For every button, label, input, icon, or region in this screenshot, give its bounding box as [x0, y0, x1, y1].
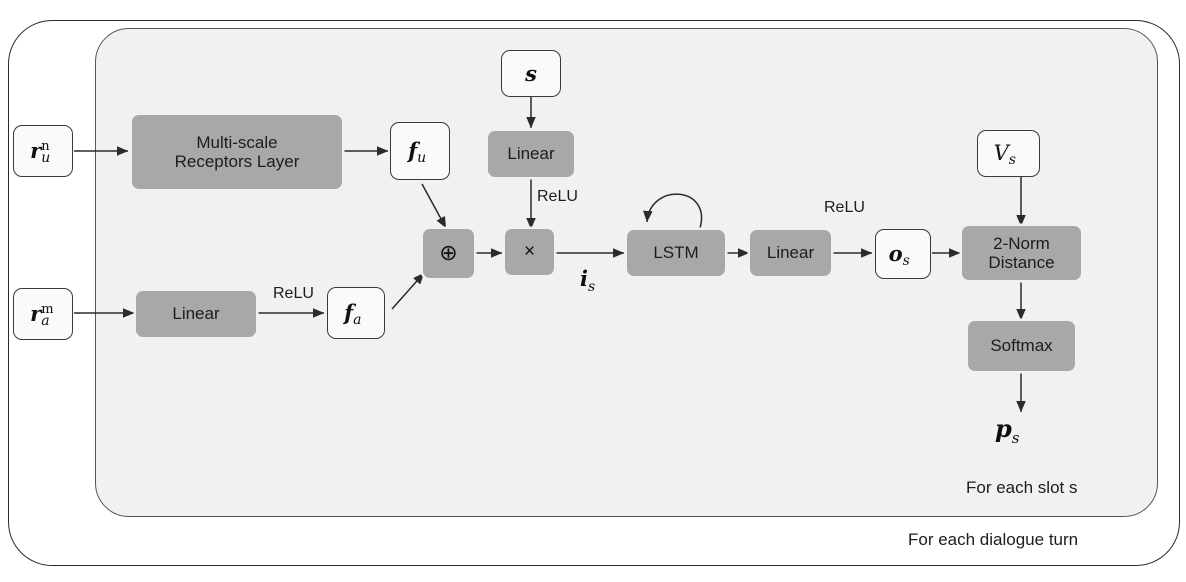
node-slot-s: s: [501, 50, 561, 97]
node-label-lstm: LSTM: [653, 243, 699, 263]
node-multiply-operator: ×: [505, 229, 554, 275]
inner-frame-note: For each slot s: [966, 478, 1078, 497]
edge-label-relu-output: ReLU: [824, 199, 865, 216]
node-label-linear-action: Linear: [172, 304, 220, 324]
node-label-linear-output: Linear: [766, 243, 815, 263]
edge-label-relu-slot: ReLU: [537, 188, 578, 205]
arrow-fu-to-concat: [421, 183, 447, 229]
arrow-lstm-self-loop: [643, 193, 703, 229]
node-linear-slot: Linear: [488, 131, 574, 177]
node-lstm: LSTM: [627, 230, 725, 276]
node-concat-operator: ⊕: [423, 229, 474, 278]
node-linear-action: Linear: [136, 291, 256, 337]
node-linear-output: Linear: [750, 230, 831, 276]
node-label-multiply: ×: [523, 241, 536, 263]
node-label-s: s: [525, 60, 537, 86]
node-label-linear-slot: Linear: [507, 144, 555, 164]
node-label-concat: ⊕: [439, 240, 458, 266]
node-label-twonorm-line2: Distance: [988, 253, 1055, 272]
edge-label-relu-action: ReLU: [273, 285, 314, 302]
node-label-multiscale-line1: Multi-scale: [196, 132, 278, 152]
arrow-fa-to-concat: [391, 272, 425, 310]
node-label-softmax: Softmax: [990, 336, 1053, 356]
node-2-norm-distance: 2-Norm Distance: [962, 226, 1081, 280]
node-label-multiscale-line2: Receptors Layer: [174, 152, 300, 171]
outer-frame-note: For each dialogue turn: [908, 530, 1079, 549]
node-softmax: Softmax: [968, 321, 1075, 371]
node-multi-scale-receptors-layer: Multi-scale Receptors Layer: [132, 115, 342, 189]
node-label-twonorm-line1: 2-Norm: [993, 233, 1050, 253]
